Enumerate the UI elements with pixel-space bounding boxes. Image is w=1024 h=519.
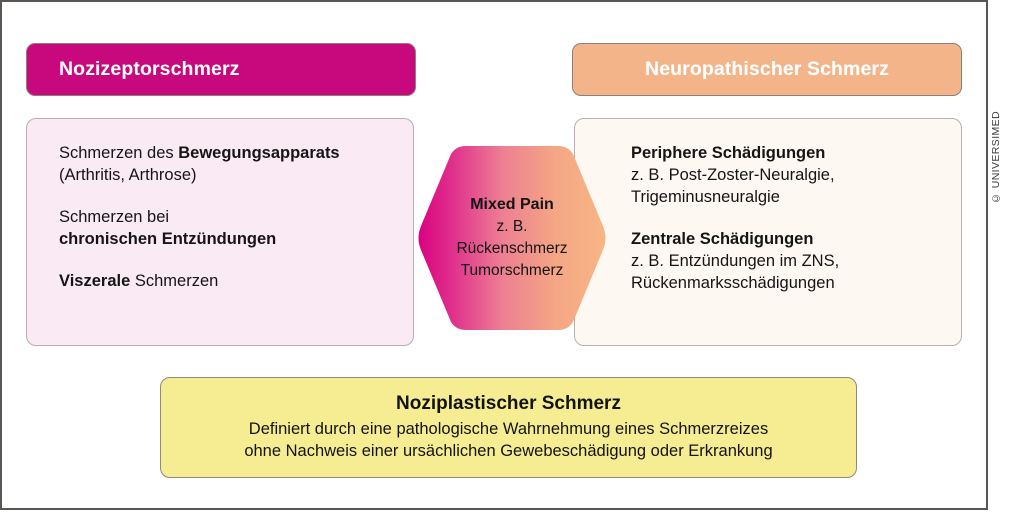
- neuropathic-item-2: Zentrale Schädigungen z. B. Entzündungen…: [631, 229, 943, 295]
- neuropathic-item-2-line1: z. B. Entzündungen im ZNS,: [631, 251, 840, 270]
- header-nociceptive-pain-label: Nozizeptorschmerz: [59, 58, 240, 80]
- nociceptive-item-3: Viszerale Schmerzen: [59, 271, 395, 293]
- nociplastic-line-1: Definiert durch eine pathologische Wahrn…: [248, 419, 769, 438]
- neuropathic-item-1-bold: Periphere Schädigungen: [631, 144, 826, 162]
- mixed-pain-hexagon: Mixed Pain z. B. Rückenschmerz Tumorschm…: [414, 140, 610, 336]
- header-nociceptive-pain: Nozizeptorschmerz: [26, 43, 416, 96]
- frame-border-top: [0, 0, 988, 2]
- nociplastic-line-2: ohne Nachweis einer ursächlichen Gewebes…: [244, 442, 773, 460]
- nociceptive-item-2-bold: chronischen Entzündungen: [59, 229, 277, 248]
- nociceptive-item-3-bold: Viszerale: [59, 271, 131, 290]
- nociceptive-item-1: Schmerzen des Bewegungsapparats (Arthrit…: [59, 143, 395, 187]
- nociceptive-item-1-bold: Bewegungsapparats: [178, 144, 340, 162]
- nociceptive-item-2-lead: Schmerzen bei: [59, 207, 170, 226]
- nociplastic-title: Noziplastischer Schmerz: [396, 392, 621, 414]
- nociceptive-item-1-sub: (Arthritis, Arthrose): [59, 165, 197, 184]
- frame-border-bottom: [0, 508, 988, 510]
- nociceptive-item-2: Schmerzen bei chronischen Entzündungen: [59, 207, 395, 251]
- panel-nociplastic-pain: Noziplastischer Schmerz Definiert durch …: [160, 377, 857, 478]
- neuropathic-item-1-line1: z. B. Post-Zoster-Neuralgie,: [631, 165, 835, 184]
- neuropathic-item-2-line2: Rückenmarksschädigungen: [631, 273, 835, 292]
- frame-border-right: [986, 0, 988, 510]
- panel-neuropathic-pain: Periphere Schädigungen z. B. Post-Zoster…: [574, 118, 962, 346]
- nociceptive-item-1-lead: Schmerzen des: [59, 144, 179, 162]
- header-neuropathic-pain-label: Neuropathischer Schmerz: [645, 58, 889, 80]
- neuropathic-item-2-bold: Zentrale Schädigungen: [631, 229, 814, 248]
- frame-border-left: [0, 0, 2, 510]
- neuropathic-item-1-line2: Trigeminusneuralgie: [631, 187, 780, 206]
- header-neuropathic-pain: Neuropathischer Schmerz: [572, 43, 962, 96]
- panel-nociceptive-pain: Schmerzen des Bewegungsapparats (Arthrit…: [26, 118, 414, 346]
- copyright-notice: © UNIVERSIMED: [990, 110, 1002, 204]
- hexagon-shape-icon: [418, 146, 606, 330]
- neuropathic-item-1: Periphere Schädigungen z. B. Post-Zoster…: [631, 143, 943, 209]
- nociceptive-item-3-tail: Schmerzen: [130, 271, 219, 290]
